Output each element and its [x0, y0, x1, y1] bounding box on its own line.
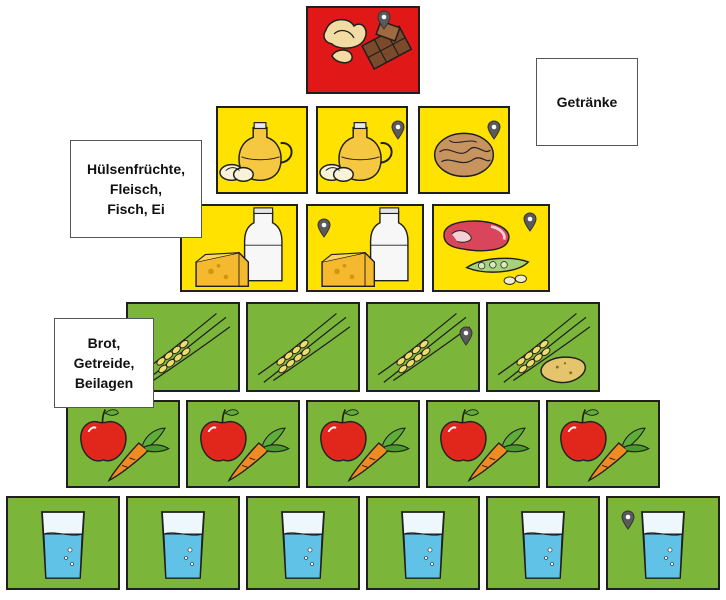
water-glass-icon — [368, 498, 478, 588]
label-legumes-text: Hülsenfrüchte, Fleisch, Fisch, Ei — [86, 161, 185, 217]
tile-wheat[interactable] — [246, 302, 360, 392]
tile-apple-carrot[interactable] — [426, 400, 540, 488]
tile-sweets[interactable] — [306, 6, 420, 94]
tile-apple-carrot[interactable] — [306, 400, 420, 488]
apple-carrot-icon — [548, 402, 658, 486]
water-glass-icon — [488, 498, 598, 588]
location-pin-icon — [620, 510, 636, 530]
label-card-bread-grains[interactable]: Brot, Getreide, Beilagen — [54, 318, 154, 408]
location-pin-icon — [486, 120, 502, 140]
water-glass-icon — [128, 498, 238, 588]
tile-apple-carrot[interactable] — [546, 400, 660, 488]
label-grains-text: Brot, Getreide, Beilagen — [73, 335, 135, 391]
label-card-legumes-meat-fish-egg[interactable]: Hülsenfrüchte, Fleisch, Fisch, Ei — [70, 140, 202, 238]
apple-carrot-icon — [68, 402, 178, 486]
tile-wheat[interactable] — [366, 302, 480, 392]
tile-water[interactable] — [126, 496, 240, 590]
apple-carrot-icon — [428, 402, 538, 486]
tile-wheat-potato[interactable] — [486, 302, 600, 392]
apple-carrot-icon — [308, 402, 418, 486]
tile-milk-cheese[interactable] — [306, 204, 424, 292]
location-pin-icon — [458, 326, 474, 346]
apple-carrot-icon — [188, 402, 298, 486]
oil-butter-icon — [218, 121, 293, 183]
tile-apple-carrot[interactable] — [186, 400, 300, 488]
label-card-drinks[interactable]: Getränke — [536, 58, 638, 146]
location-pin-icon — [316, 218, 332, 238]
tile-apple-carrot[interactable] — [66, 400, 180, 488]
wheat-icon — [248, 304, 358, 390]
tile-oil-butter[interactable] — [316, 106, 408, 194]
tile-water[interactable] — [366, 496, 480, 590]
location-pin-icon — [522, 212, 538, 232]
location-pin-icon — [390, 120, 406, 140]
water-glass-icon — [8, 498, 118, 588]
water-glass-icon — [248, 498, 358, 588]
wheat-icon — [368, 304, 478, 390]
location-pin-icon — [376, 10, 392, 30]
tile-oil-butter[interactable] — [216, 106, 308, 194]
wheat-potato-icon — [488, 304, 598, 390]
tile-water[interactable] — [486, 496, 600, 590]
tile-water[interactable] — [246, 496, 360, 590]
label-drinks-text: Getränke — [556, 94, 618, 110]
tile-water[interactable] — [6, 496, 120, 590]
chips-chocolate-icon — [308, 8, 418, 92]
